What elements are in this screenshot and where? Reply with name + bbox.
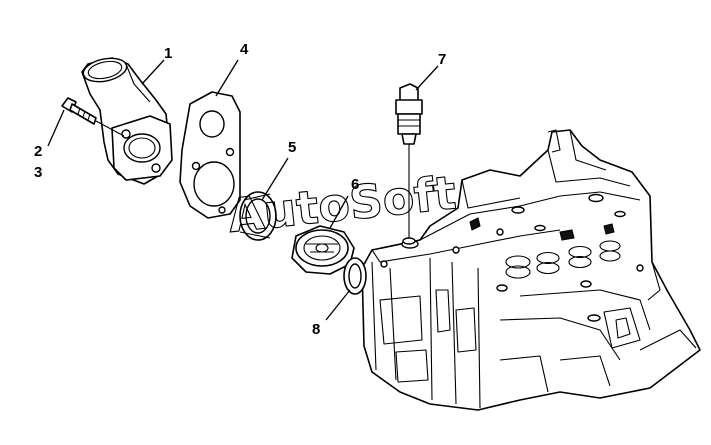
leader-1 — [141, 59, 165, 85]
callout-8: 8 — [312, 321, 320, 338]
cylinder-head — [361, 129, 701, 411]
part-5-seal-ring — [239, 191, 277, 241]
callout-5: 5 — [288, 139, 296, 156]
part-8-seal — [343, 257, 367, 295]
callout-4: 4 — [240, 41, 249, 58]
leader-8 — [325, 289, 351, 321]
leader-5 — [261, 157, 289, 201]
callout-6: 6 — [351, 176, 359, 193]
leader-7 — [415, 65, 439, 91]
leader-4 — [215, 59, 239, 97]
part-1-water-outlet-elbow — [81, 57, 173, 185]
callout-1: 1 — [164, 45, 172, 62]
part-4-gasket — [179, 91, 241, 219]
part-2-3-bolt — [61, 97, 125, 137]
part-6-thermostat — [291, 225, 355, 275]
callout-3: 3 — [34, 164, 42, 181]
leader-6 — [329, 195, 349, 229]
leader-2 — [47, 109, 65, 147]
leader-lines — [47, 59, 439, 321]
callout-2: 2 — [34, 143, 42, 160]
part-7-temperature-sensor — [395, 83, 423, 245]
callouts: 1 2 3 4 5 6 7 8 — [34, 41, 446, 338]
callout-7: 7 — [438, 51, 446, 68]
